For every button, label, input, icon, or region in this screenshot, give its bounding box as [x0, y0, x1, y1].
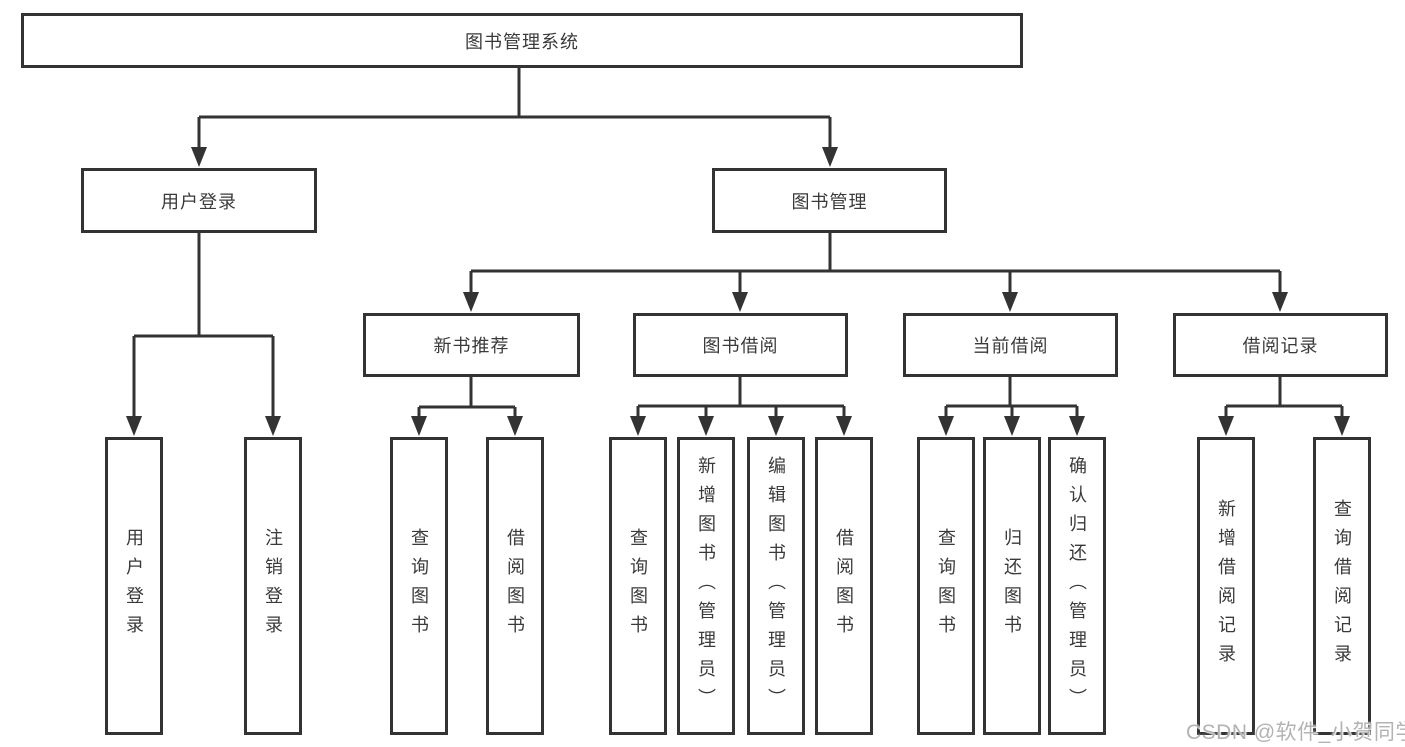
- leaf-current-return-books: 归还图书: [983, 437, 1041, 735]
- leaf-newbook-query-books: 查询图书: [390, 437, 448, 735]
- node-borrowing-records: 借阅记录: [1173, 313, 1388, 377]
- connector-new-book: [417, 377, 517, 418]
- leaf-user-login: 用户登录: [105, 437, 163, 735]
- leaf-borrowing-edit-books-admin: 编辑图书（管理员）: [747, 437, 805, 735]
- connector-book-management: [469, 233, 1282, 294]
- leaf-current-confirm-return-admin: 确认归还（管理员）: [1048, 437, 1106, 735]
- leaf-newbook-borrow-books: 借阅图书: [486, 437, 544, 735]
- node-user-login: 用户登录: [81, 168, 317, 233]
- leaf-records-add-record-label: 新增借阅记录: [1216, 499, 1236, 673]
- connector-root: [197, 68, 832, 150]
- leaf-borrowing-borrow-books-label: 借阅图书: [834, 528, 854, 644]
- leaf-records-query-record: 查询借阅记录: [1313, 437, 1371, 735]
- node-borrowing-records-label: 借阅记录: [1242, 336, 1319, 356]
- node-book-borrowing-label: 图书借阅: [702, 336, 779, 356]
- node-current-borrowing-label: 当前借阅: [972, 336, 1049, 356]
- leaf-current-confirm-return-admin-label: 确认归还（管理员）: [1067, 455, 1087, 717]
- connector-user-login: [132, 233, 275, 418]
- node-book-management: 图书管理: [712, 168, 947, 233]
- node-user-login-label: 用户登录: [161, 191, 237, 212]
- leaf-borrowing-query-books: 查询图书: [609, 437, 667, 735]
- leaf-borrowing-edit-books-admin-label: 编辑图书（管理员）: [766, 455, 786, 717]
- node-new-book-recommend: 新书推荐: [363, 313, 580, 377]
- leaf-logout: 注销登录: [244, 437, 302, 735]
- node-root: 图书管理系统: [21, 13, 1023, 68]
- leaf-borrowing-borrow-books: 借阅图书: [815, 437, 873, 735]
- node-book-management-label: 图书管理: [791, 191, 868, 212]
- leaf-borrowing-query-books-label: 查询图书: [628, 528, 648, 644]
- leaf-borrowing-add-books-admin: 新增图书（管理员）: [677, 437, 735, 735]
- connector-borrowing-records: [1224, 377, 1344, 418]
- leaf-current-query-books: 查询图书: [917, 437, 975, 735]
- leaf-borrowing-add-books-admin-label: 新增图书（管理员）: [696, 455, 716, 717]
- connector-book-borrowing: [636, 377, 846, 418]
- leaf-current-return-books-label: 归还图书: [1002, 528, 1022, 644]
- leaf-newbook-borrow-books-label: 借阅图书: [505, 528, 525, 644]
- node-current-borrowing: 当前借阅: [903, 313, 1118, 377]
- leaf-newbook-query-books-label: 查询图书: [409, 528, 429, 644]
- leaf-records-query-record-label: 查询借阅记录: [1332, 499, 1352, 673]
- connector-current-borrowing: [944, 377, 1079, 418]
- node-new-book-recommend-label: 新书推荐: [433, 336, 510, 356]
- leaf-user-login-label: 用户登录: [124, 528, 144, 644]
- leaf-current-query-books-label: 查询图书: [936, 528, 956, 644]
- arrowheads: [126, 147, 1350, 436]
- watermark: CSDN @软件_小贺同学: [1186, 721, 1405, 744]
- leaf-logout-label: 注销登录: [263, 528, 283, 644]
- node-book-borrowing: 图书借阅: [633, 313, 848, 377]
- leaf-records-add-record: 新增借阅记录: [1197, 437, 1255, 735]
- node-root-label: 图书管理系统: [465, 31, 579, 52]
